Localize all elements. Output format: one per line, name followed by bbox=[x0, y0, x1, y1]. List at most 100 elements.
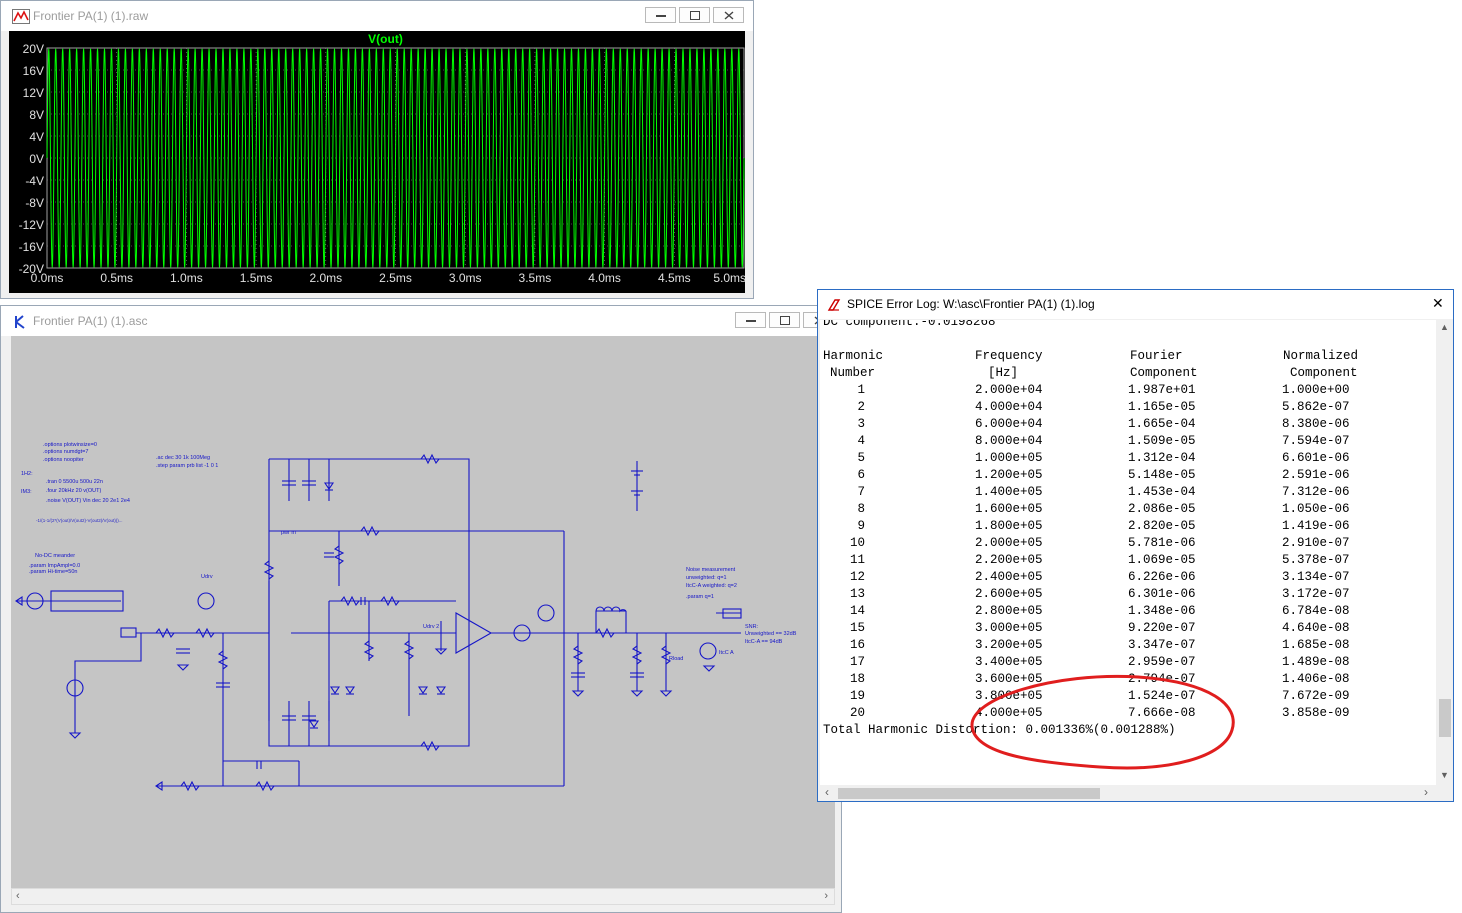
log-cell: 18 bbox=[849, 672, 865, 686]
log-horizontal-scrollbar[interactable]: ‹ › bbox=[820, 785, 1436, 801]
log-cell: 1.600e+05 bbox=[975, 502, 1043, 516]
scroll-right-arrow[interactable]: › bbox=[824, 890, 828, 902]
log-cell: 4.000e+04 bbox=[975, 400, 1043, 414]
close-icon[interactable]: ✕ bbox=[1432, 295, 1444, 311]
scroll-thumb[interactable] bbox=[1439, 699, 1451, 737]
log-cell: Number bbox=[830, 366, 876, 380]
scroll-left-arrow[interactable]: ‹ bbox=[16, 890, 20, 902]
directive-text: .tran 0 5500u 500u 22n bbox=[46, 479, 103, 485]
log-cell: 1.348e-06 bbox=[1128, 604, 1196, 618]
log-cell: 2.800e+05 bbox=[975, 604, 1043, 618]
log-cell: 13 bbox=[849, 587, 865, 601]
y-tick-label: 0V bbox=[29, 152, 44, 166]
x-tick-label: 4.5ms bbox=[658, 271, 691, 285]
log-cell: 5.781e-06 bbox=[1128, 536, 1196, 550]
log-cell: 1.000e+00 bbox=[1282, 383, 1350, 397]
label-text: .param Hi-time=50n bbox=[29, 569, 77, 575]
x-tick-label: 3.5ms bbox=[519, 271, 552, 285]
net-label: ItcC A bbox=[719, 650, 734, 656]
minimize-button[interactable] bbox=[735, 312, 766, 328]
y-tick-label: -8V bbox=[25, 196, 44, 210]
log-cell: 5 bbox=[857, 451, 865, 465]
log-cell: 4.640e-08 bbox=[1282, 621, 1350, 635]
schematic-window[interactable]: Frontier PA(1) (1).asc bbox=[0, 305, 842, 913]
log-cell: [Hz] bbox=[988, 366, 1019, 380]
log-cell: 1.685e-08 bbox=[1282, 638, 1350, 652]
log-cell: 6.000e+04 bbox=[975, 417, 1043, 431]
y-tick-label: -20V bbox=[19, 262, 44, 276]
label-text: SNR: bbox=[745, 624, 759, 630]
log-cell: 5.862e-07 bbox=[1282, 400, 1350, 414]
log-cell: 6 bbox=[857, 468, 865, 482]
minimize-button[interactable] bbox=[645, 7, 676, 23]
restore-icon bbox=[690, 11, 700, 20]
error-log-titlebar[interactable]: SPICE Error Log: W:\asc\Frontier PA(1) (… bbox=[818, 290, 1453, 319]
scroll-up-arrow[interactable]: ▲ bbox=[1440, 322, 1449, 332]
dc-component-text: DC component:-0.0198268 bbox=[823, 320, 996, 329]
log-cell: 1 bbox=[857, 383, 865, 397]
scroll-thumb[interactable] bbox=[838, 788, 1100, 799]
error-log-window[interactable]: SPICE Error Log: W:\asc\Frontier PA(1) (… bbox=[817, 289, 1454, 802]
thd-line: Total Harmonic Distortion: 0.001336%(0.0… bbox=[820, 722, 1436, 739]
close-button[interactable] bbox=[713, 7, 744, 23]
log-cell: 1.000e+05 bbox=[975, 451, 1043, 465]
log-cell: 5.378e-07 bbox=[1282, 553, 1350, 567]
log-cell: 1.453e-04 bbox=[1128, 485, 1196, 499]
log-cell: 7.666e-08 bbox=[1128, 706, 1196, 720]
log-cell: 2.200e+05 bbox=[975, 553, 1043, 567]
log-cell: 10 bbox=[849, 536, 865, 550]
log-cell: 11 bbox=[849, 553, 865, 567]
log-cell: 7 bbox=[857, 485, 865, 499]
log-cell: 2 bbox=[857, 400, 865, 414]
schematic-window-titlebar[interactable]: Frontier PA(1) (1).asc bbox=[1, 306, 841, 336]
y-tick-label: 20V bbox=[23, 42, 44, 56]
label-text: 1H2: bbox=[21, 471, 33, 477]
label-text: ItcC-A weighted: q=2 bbox=[686, 583, 737, 589]
plot-window-titlebar[interactable]: Frontier PA(1) (1).raw bbox=[1, 1, 753, 31]
net-label: Rload bbox=[669, 656, 683, 662]
scroll-right-arrow[interactable]: › bbox=[1424, 785, 1428, 799]
label-text: ItcC-A == 94dB bbox=[745, 639, 783, 645]
log-cell: 1.419e-06 bbox=[1282, 519, 1350, 533]
thd-text: Total Harmonic Distortion: 0.001336%(0.0… bbox=[823, 723, 1176, 737]
plot-window-title: Frontier PA(1) (1).raw bbox=[33, 9, 149, 23]
scroll-down-arrow[interactable]: ▼ bbox=[1440, 770, 1449, 780]
vout-trace bbox=[46, 48, 745, 268]
x-tick-label: 2.0ms bbox=[309, 271, 342, 285]
log-cell: 14 bbox=[849, 604, 865, 618]
log-cell: 1.312e-04 bbox=[1128, 451, 1196, 465]
log-cell: 3.400e+05 bbox=[975, 655, 1043, 669]
log-cell: 17 bbox=[849, 655, 865, 669]
log-cell: 8 bbox=[857, 502, 865, 516]
scroll-left-arrow[interactable]: ‹ bbox=[825, 785, 829, 799]
label-text: IM3: bbox=[21, 489, 32, 495]
schematic-horizontal-scrollbar[interactable]: ‹ › bbox=[11, 888, 835, 905]
log-cell: 16 bbox=[849, 638, 865, 652]
log-vertical-scrollbar[interactable]: ▲ ▼ bbox=[1437, 320, 1453, 785]
schematic-canvas[interactable]: .options plotwinsize=0 .options numdgt=7… bbox=[11, 336, 835, 888]
maximize-button[interactable] bbox=[679, 7, 710, 23]
restore-icon bbox=[780, 316, 790, 325]
y-tick-label: 4V bbox=[29, 130, 44, 144]
log-cell: 2.959e-07 bbox=[1128, 655, 1196, 669]
thd-highlight-ellipse bbox=[970, 674, 1235, 770]
label-text: Unweighted == 32dB bbox=[745, 631, 797, 637]
log-cell: 1.050e-06 bbox=[1282, 502, 1350, 516]
y-tick-label: 16V bbox=[23, 64, 44, 78]
x-tick-label: 4.0ms bbox=[588, 271, 621, 285]
maximize-button[interactable] bbox=[769, 312, 800, 328]
